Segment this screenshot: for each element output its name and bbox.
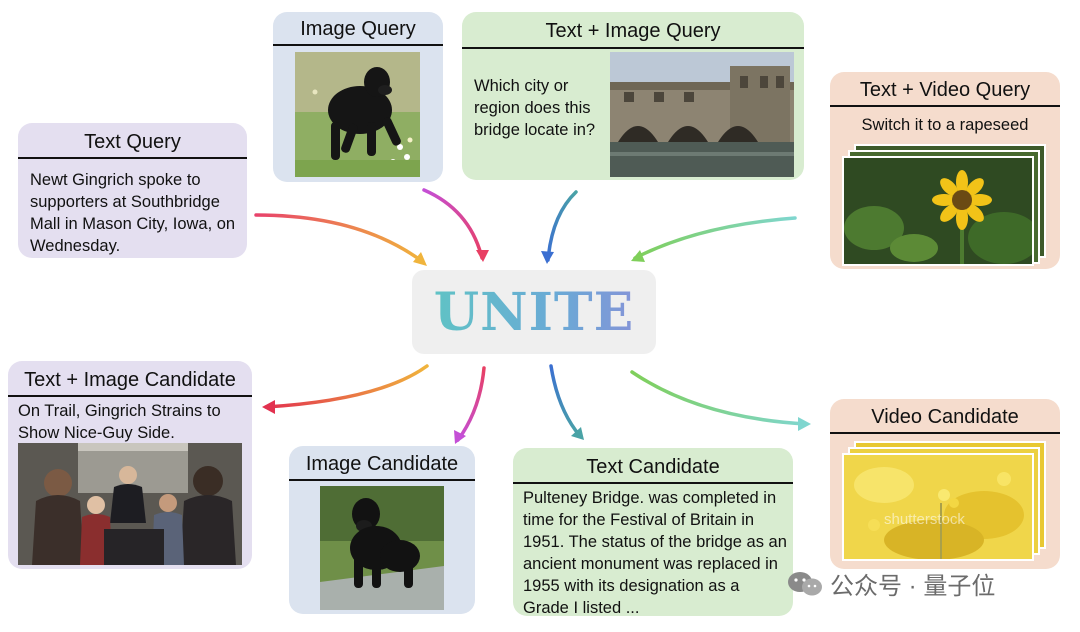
arrowhead-text-image-candidate [262, 400, 275, 414]
arrow-image-candidate [456, 366, 486, 442]
shutterstock-watermark: shutterstock [884, 511, 965, 528]
arrow-text-video-query [633, 216, 797, 260]
text-image-candidate-title: Text + Image Candidate [8, 361, 252, 397]
image-query-card: Image Query [273, 12, 443, 182]
unite-model-box: UNITE [412, 270, 656, 354]
gingrich-crowd-image [18, 443, 242, 565]
unite-label: UNITE [412, 282, 656, 343]
arrowhead-image-query [476, 250, 489, 262]
arrow-text-image-candidate [264, 364, 429, 409]
arrowhead-image-candidate [454, 430, 466, 444]
text-candidate-text: Pulteney Bridge. was completed in time f… [523, 489, 787, 617]
bridge-image [610, 52, 794, 177]
sunflower-video-frame [842, 156, 1034, 266]
arrow-text-query [254, 213, 425, 264]
wechat-icon [788, 572, 822, 596]
text-video-query-card: Text + Video Query Switch it to a rapese… [830, 72, 1060, 269]
arrow-text-image-query [546, 190, 578, 262]
text-candidate-card: Text Candidate Pulteney Bridge. was comp… [513, 448, 793, 617]
arrow-text-candidate [549, 364, 582, 438]
text-video-query-title: Text + Video Query [830, 72, 1060, 107]
rapeseed-video-frame: shutterstock [842, 453, 1034, 561]
black-dog-running-image [295, 52, 420, 177]
text-candidate-title: Text Candidate [513, 448, 793, 484]
video-candidate-title: Video Candidate [830, 399, 1060, 434]
image-query-title: Image Query [273, 12, 443, 46]
arrowhead-video-candidate [798, 417, 811, 431]
arrowhead-text-image-query [541, 251, 554, 264]
watermark-text: 公众号 · 量子位 [830, 573, 996, 600]
text-query-title: Text Query [18, 123, 247, 159]
text-image-candidate-text: On Trail, Gingrich Strains to Show Nice-… [18, 402, 221, 442]
arrowhead-text-query [413, 252, 427, 266]
text-image-query-title: Text + Image Query [462, 12, 804, 49]
text-image-query-card: Text + Image Query Which city or region … [462, 12, 804, 180]
arrow-image-query [422, 188, 484, 260]
video-candidate-card: Video Candidate shutterstock [830, 399, 1060, 569]
black-dog-sitting-image [320, 486, 444, 610]
text-query-text: Newt Gingrich spoke to supporters at Sou… [30, 171, 236, 255]
text-image-query-text: Which city or region does this bridge lo… [474, 77, 596, 139]
text-query-card: Text Query Newt Gingrich spoke to suppor… [18, 123, 247, 258]
arrowhead-text-video-query [631, 250, 645, 262]
text-video-query-text: Switch it to a rapeseed [861, 116, 1029, 134]
text-image-candidate-card: Text + Image Candidate On Trail, Gingric… [8, 361, 252, 569]
image-candidate-card: Image Candidate [289, 446, 475, 614]
arrow-video-candidate [630, 370, 808, 426]
arrowhead-text-candidate [571, 427, 584, 440]
image-candidate-title: Image Candidate [289, 446, 475, 481]
